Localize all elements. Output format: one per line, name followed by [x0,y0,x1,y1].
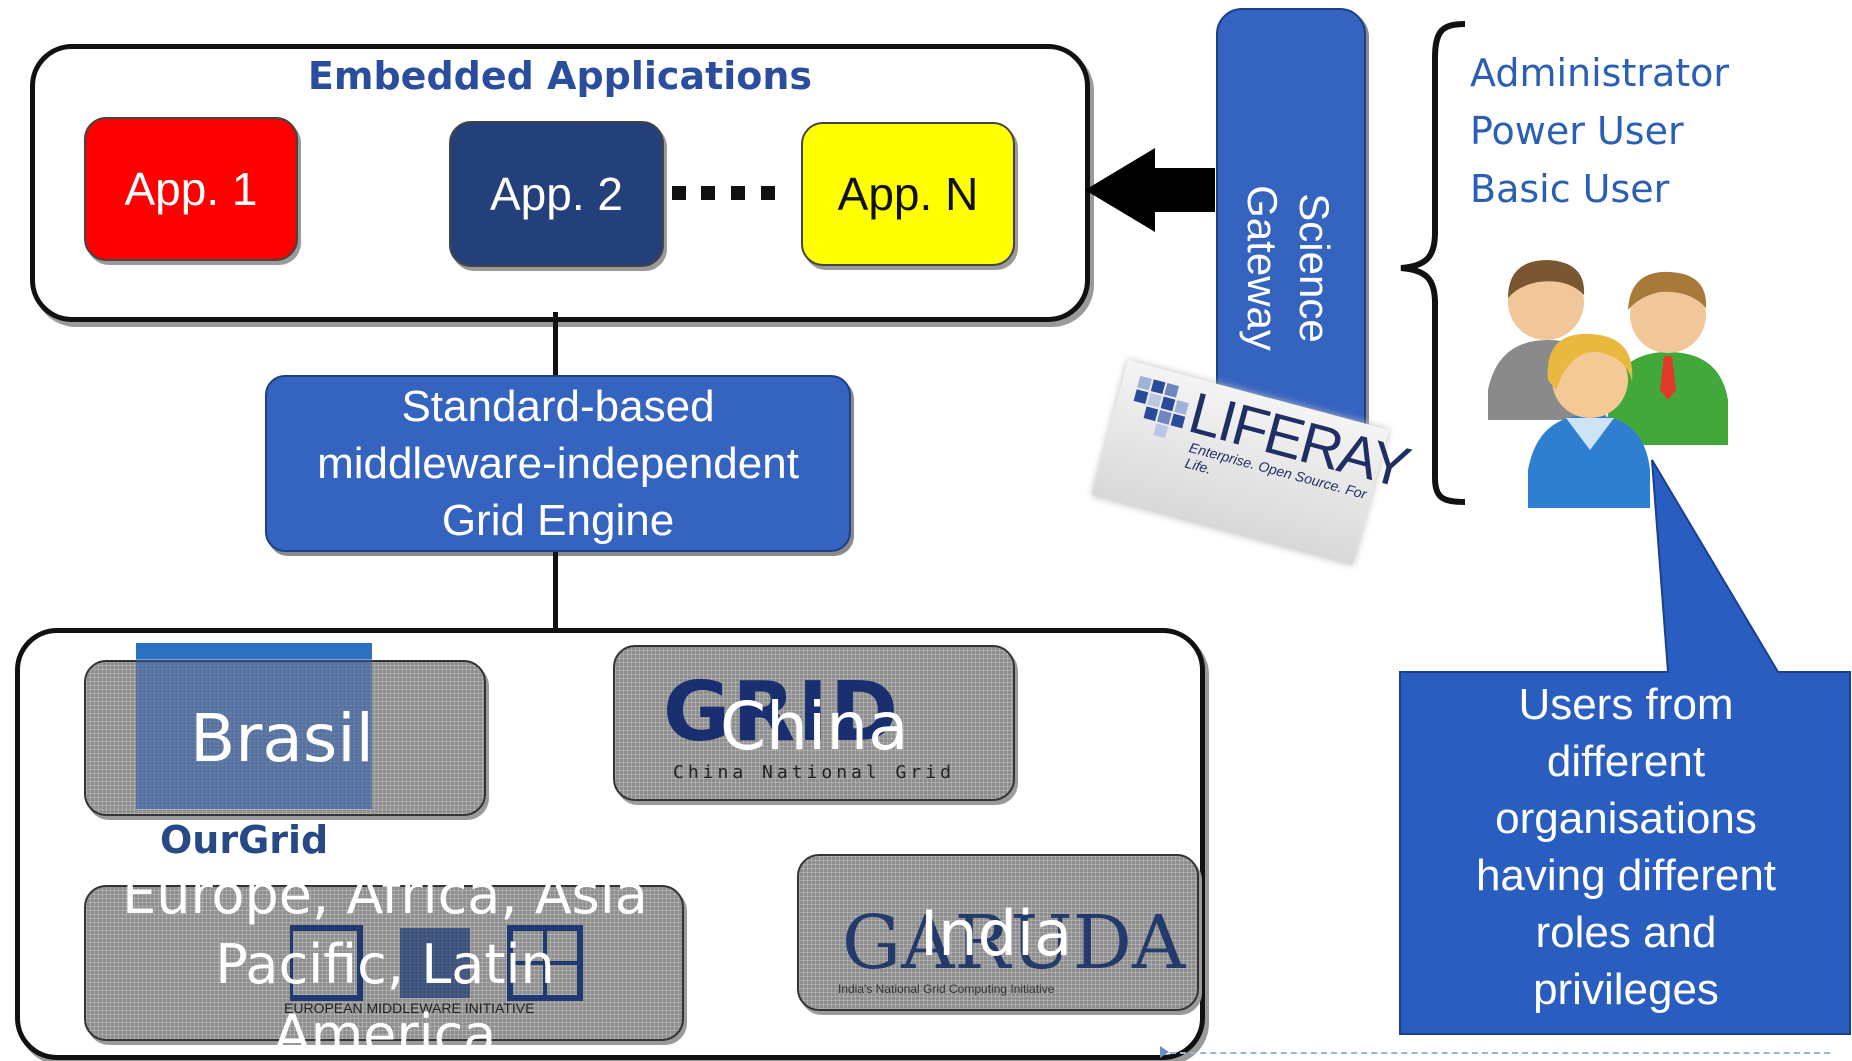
callout-text: Users from different organisations havin… [1410,676,1842,1018]
app-n-label: App. N [837,168,979,220]
china-grid-logo-subtitle: China National Grid [673,762,955,783]
callout-line: privileges [1533,965,1719,1014]
gateway-arrow-shaft [1150,168,1215,212]
callout-line: organisations [1495,794,1757,843]
app-1-label: App. 1 [124,163,258,215]
app-n-box: App. N [801,122,1015,266]
callout-line: roles and [1535,908,1717,957]
role-basic-user: Basic User [1470,167,1670,211]
ellipsis-dot [672,186,686,200]
grid-engine-line: Standard-based [401,382,715,431]
europe-africa-asia-label: Europe, Africa, Asia Pacific, Latin Amer… [90,860,680,1061]
europe-label-line: Europe, Africa, Asia [122,863,648,926]
footer-divider [1170,1052,1830,1054]
gateway-arrow-head-icon [1085,148,1155,232]
emi-logo-subtitle: EUROPEAN MIDDLEWARE INITIATIVE [284,1000,535,1016]
connector-line [553,312,558,375]
grid-engine-line: middleware-independent [317,439,799,488]
science-gateway-line-1: Science [1291,193,1338,343]
ourgrid-logo-panel [136,643,372,809]
app-2-label: App. 2 [490,168,623,220]
europe-label-line: Pacific, Latin [215,933,555,996]
india-label: India [920,897,1073,970]
india-infrastructure-box [797,854,1199,1011]
ourgrid-logo: OurGrid [160,818,329,862]
liferay-grid-icon [1133,375,1189,439]
embedded-applications-title: Embedded Applications [307,54,813,98]
europe-infrastructure-box [84,885,684,1041]
curly-brace-icon [1400,21,1466,505]
china-grid-logo: GRID [663,665,901,760]
users-group-icon [1488,260,1728,508]
garuda-logo: GARUDA [842,900,1186,986]
garuda-logo-subtitle: India's National Grid Computing Initiati… [838,982,1055,996]
china-label: China [720,688,909,765]
footer-triangle-icon [1160,1046,1169,1058]
callout-line: having different [1475,851,1777,900]
connector-line [553,552,558,630]
role-administrator: Administrator [1470,51,1730,95]
users-callout-bubble [1399,459,1851,1035]
role-power-user: Power User [1470,109,1684,153]
ourgrid-logo-strip [136,643,372,659]
ellipsis-dot [731,186,745,200]
ellipsis-dot [761,186,775,200]
china-infrastructure-box [613,645,1015,801]
grid-engine-text: Standard-based middleware-independent Gr… [317,378,799,549]
callout-line: Users from [1518,680,1734,729]
app-1-box: App. 1 [84,117,298,261]
callout-line: different [1546,737,1706,786]
brasil-label: Brasil [190,700,374,777]
ellipsis-dot [701,186,715,200]
liferay-logo: LIFERAY Enterprise. Open Source. For Lif… [1091,360,1415,566]
app-2-box: App. 2 [449,121,664,267]
science-gateway-label: Science Gateway [1239,143,1340,393]
science-gateway-line-2: Gateway [1239,185,1286,351]
user-roles-list: Administrator Power User Basic User [1470,44,1729,218]
emi-logo-icon [290,925,583,1001]
grid-engine-line: Grid Engine [441,496,675,545]
grid-engine-box: Standard-based middleware-independent Gr… [265,375,851,552]
europe-label-line: America [273,1003,497,1061]
